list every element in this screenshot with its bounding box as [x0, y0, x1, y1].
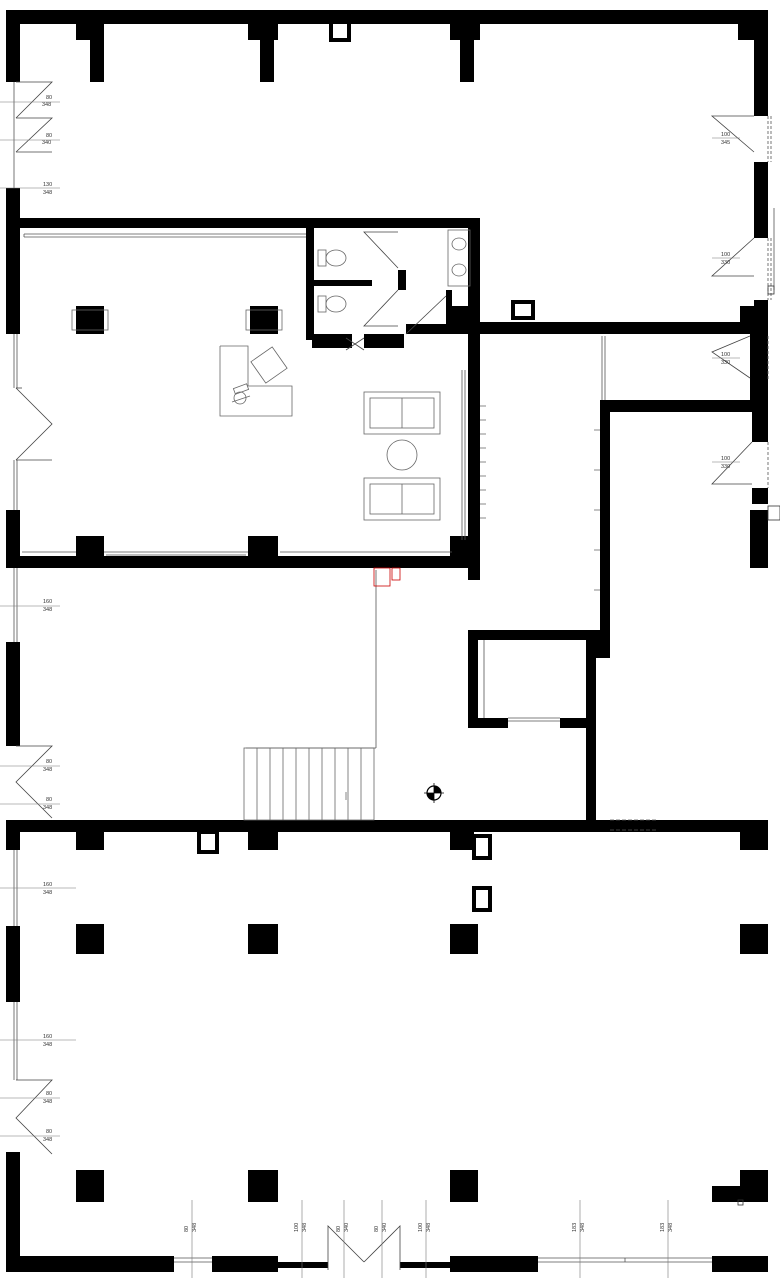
window-label: 348	[43, 890, 52, 896]
window-label: 348	[43, 190, 52, 196]
toilet-icon	[317, 249, 347, 267]
window-label: 348	[580, 1223, 586, 1232]
window-label: 100	[418, 1223, 424, 1232]
sofa-icon	[363, 391, 441, 435]
window-label: 340	[42, 140, 51, 146]
window-label: 340	[344, 1223, 350, 1232]
window-label: 80	[46, 759, 52, 765]
window-label: 80	[184, 1226, 190, 1232]
window-label: 80	[374, 1226, 380, 1232]
office-chair-icon	[71, 306, 109, 334]
window-label: 340	[382, 1223, 388, 1232]
window-labels: 80 348 80 340 130 348 100 345 100 330 10…	[42, 95, 730, 1232]
survey-point-icon	[424, 783, 444, 803]
window-label: 183	[660, 1223, 666, 1232]
walls	[6, 10, 768, 1272]
window-label: 80	[46, 133, 52, 139]
window-label: 100	[294, 1223, 300, 1232]
shaft-blocks	[197, 20, 610, 912]
window-dimension-leaders	[0, 101, 740, 1278]
window-label: 348	[668, 1223, 674, 1232]
window-label: 183	[572, 1223, 578, 1232]
furniture	[71, 229, 780, 1206]
office-chair-icon	[245, 306, 283, 334]
window-label: 348	[426, 1223, 432, 1232]
window-label: 348	[43, 805, 52, 811]
window-label: 100	[721, 132, 730, 138]
window-label: 345	[721, 140, 730, 146]
sink-icon	[447, 229, 471, 287]
staircase-icon	[243, 747, 375, 821]
desk-icon	[219, 345, 293, 417]
window-label: 160	[43, 1034, 52, 1040]
window-label: 80	[46, 95, 52, 101]
round-table-icon	[386, 439, 418, 471]
window-label: 348	[43, 767, 52, 773]
window-label: 80	[46, 1091, 52, 1097]
window-label: 330	[721, 464, 730, 470]
window-label: 80	[46, 797, 52, 803]
window-label: 100	[721, 352, 730, 358]
window-label: 348	[43, 607, 52, 613]
sofa-icon	[363, 477, 441, 521]
window-label: 348	[43, 1137, 52, 1143]
window-label: 330	[721, 260, 730, 266]
window-label: 80	[46, 1129, 52, 1135]
window-label: 160	[43, 599, 52, 605]
window-label: 130	[43, 182, 52, 188]
door-swings	[15, 81, 755, 1270]
window-label: 348	[302, 1223, 308, 1232]
toilet-icon	[317, 295, 347, 313]
window-label: 348	[43, 1099, 52, 1105]
marker-icon	[373, 567, 401, 587]
window-label: 100	[721, 456, 730, 462]
wall-ticks	[480, 405, 600, 591]
window-label: 330	[721, 360, 730, 366]
window-label: 100	[721, 252, 730, 258]
window-label: 348	[43, 1042, 52, 1048]
window-label: 160	[43, 882, 52, 888]
window-label: 348	[42, 102, 51, 108]
window-label: 80	[336, 1226, 342, 1232]
window-label: 348	[192, 1223, 198, 1232]
